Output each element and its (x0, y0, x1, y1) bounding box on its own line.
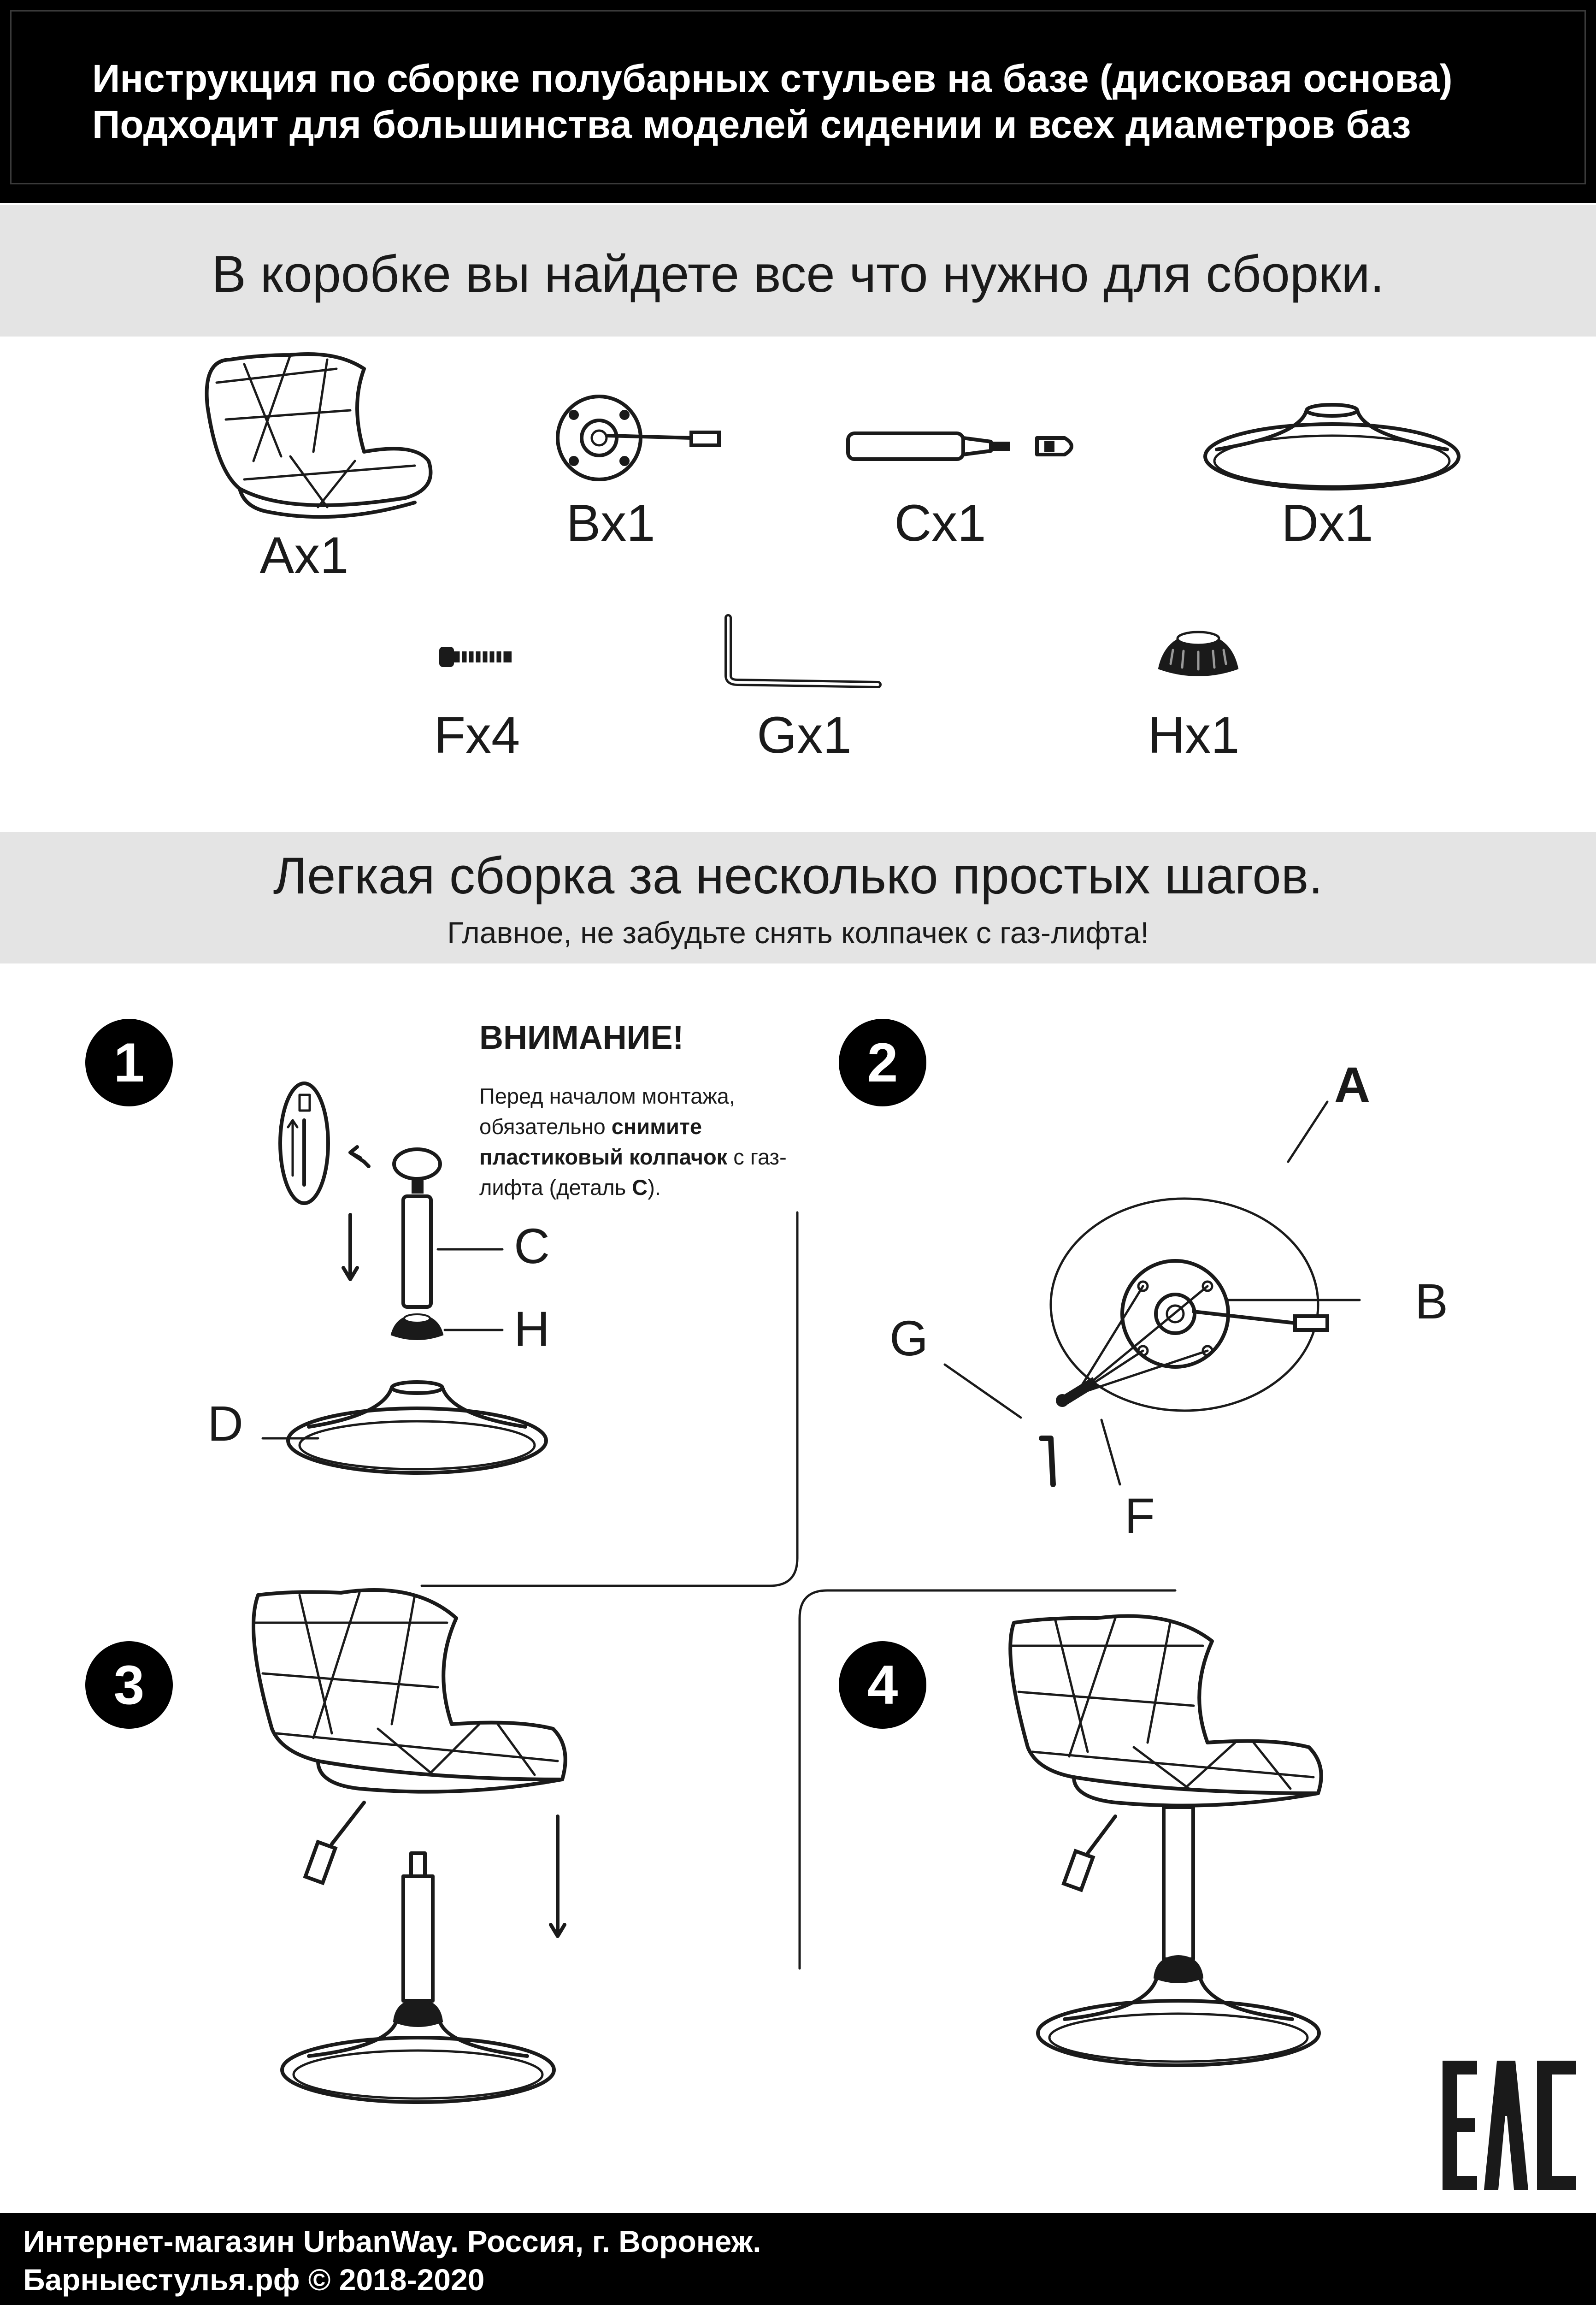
assembly-band: Легкая сборка за несколько простых шагов… (0, 832, 1596, 963)
warning-text-part1: Перед началом монтажа, обязательно (479, 1084, 735, 1139)
warning-text-part3: ). (648, 1175, 661, 1200)
step2-callout-g: G (889, 1310, 929, 1366)
step1-illustration (261, 1082, 548, 1475)
step-number-1: 1 (85, 1019, 173, 1106)
step-number-3: 3 (85, 1641, 173, 1729)
hex-key-icon (724, 614, 882, 688)
gas-lift-icon (846, 431, 1073, 461)
assembly-title: Легкая сборка за несколько простых шагов… (273, 847, 1323, 904)
header-banner: Инструкция по сборке полубарных стульев … (0, 0, 1596, 203)
footer-site-line: Барныестулья.рф © 2018-2020 (23, 2263, 485, 2297)
step-number-2: 2 (839, 1019, 926, 1106)
warning-title: ВНИМАНИЕ! (479, 1019, 684, 1056)
footer-store-line: Интернет-магазин UrbanWay. Россия, г. Во… (23, 2224, 761, 2258)
box-contents-band: В коробке вы найдете все что нужно для с… (0, 205, 1596, 337)
part-label-b: Bx1 (566, 494, 655, 552)
ring-icon (1158, 631, 1239, 676)
box-contents-title: В коробке вы найдете все что нужно для с… (212, 245, 1384, 303)
header-title-line1: Инструкция по сборке полубарных стульев … (92, 57, 1453, 100)
step1-callout-d: D (207, 1395, 243, 1451)
eac-certification-icon (1443, 2061, 1576, 2190)
screw-icon (439, 647, 512, 667)
step4-illustration (1008, 1614, 1323, 2067)
warning-text-bold: снимите пластиковый колпачок (479, 1114, 728, 1169)
step1-callout-c: C (514, 1218, 550, 1274)
seat-icon (205, 352, 433, 519)
warning-text: Перед началом монтажа, обязательно сними… (479, 1081, 830, 1203)
part-label-h: Hx1 (1148, 706, 1240, 764)
header-title-line2: Подходит для большинства моделей сидении… (92, 103, 1411, 146)
part-label-a: Ax1 (259, 526, 349, 584)
part-label-c: Cx1 (894, 494, 986, 552)
step-number-4: 4 (839, 1641, 926, 1729)
part-label-g: Gx1 (757, 706, 852, 764)
part-label-f: Fx4 (434, 706, 520, 764)
step2-callout-a: A (1334, 1057, 1370, 1112)
step1-callout-h: H (514, 1301, 550, 1357)
assembly-subtitle: Главное, не забудьте снять колпачек с га… (447, 916, 1149, 950)
warning-text-part-ref: C (632, 1175, 648, 1200)
step2-illustration (943, 1100, 1361, 1487)
step3-illustration (252, 1588, 567, 2104)
step2-callout-f: F (1125, 1488, 1155, 1543)
disc-base-icon (1203, 403, 1461, 491)
header-frame (10, 10, 1586, 184)
part-label-d: Dx1 (1281, 494, 1373, 552)
mechanism-plate-icon (556, 395, 721, 481)
warning-text-part2: с газ-лифта (деталь (479, 1145, 787, 1200)
footer-banner: Интернет-магазин UrbanWay. Россия, г. Во… (0, 2213, 1596, 2305)
step2-callout-b: B (1415, 1273, 1449, 1329)
